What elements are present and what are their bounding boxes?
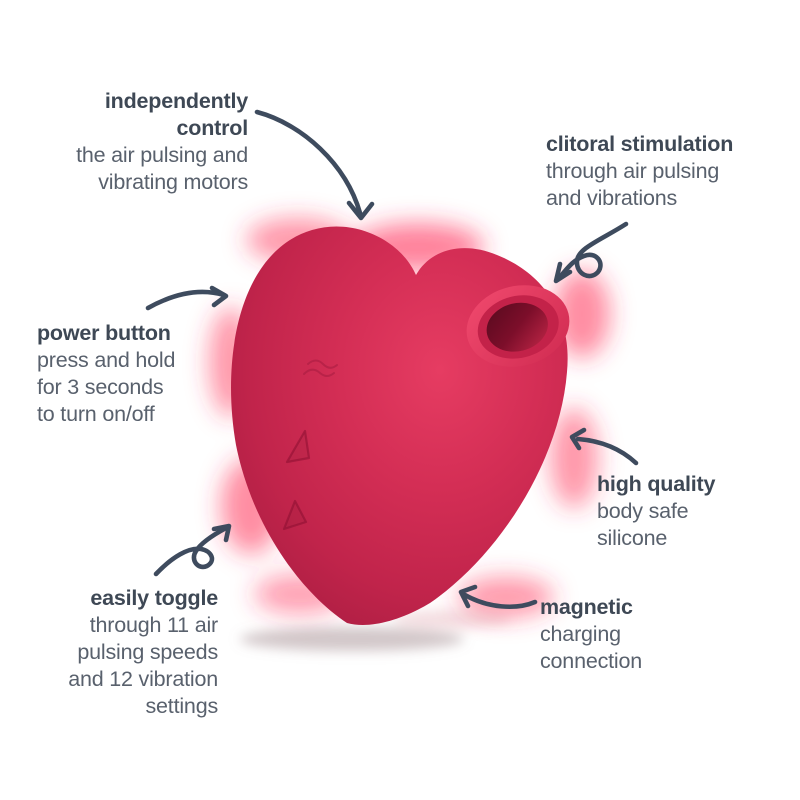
air-pulse-opening (466, 285, 570, 367)
annotation-heading: independently control (104, 89, 248, 140)
annotation-power-button: power button press and hold for 3 second… (37, 320, 175, 428)
annotation-heading: power button (37, 321, 171, 345)
annotation-independently-control: independently control the air pulsing an… (76, 88, 248, 196)
annotation-clitoral-stimulation: clitoral stimulation through air pulsing… (546, 131, 733, 212)
annotation-body: body safe silicone (597, 499, 689, 550)
annotation-heading: clitoral stimulation (546, 132, 734, 156)
triangle-buttons-icon (282, 429, 311, 531)
arrow-power-button-icon (145, 285, 229, 311)
arrow-clitoral-stimulation-icon (553, 221, 629, 284)
annotation-body: press and hold for 3 seconds to turn on/… (37, 348, 176, 426)
arrow-independently-control-icon (254, 109, 375, 221)
annotation-heading: easily toggle (90, 586, 218, 610)
arrow-high-quality-icon (569, 427, 639, 466)
annotation-magnetic: magnetic charging connection (540, 594, 642, 675)
annotation-body: the air pulsing and vibrating motors (76, 143, 248, 194)
annotation-easily-toggle: easily toggle through 11 air pulsing spe… (68, 585, 218, 720)
annotation-heading: magnetic (540, 595, 633, 619)
annotation-body: through air pulsing and vibrations (546, 159, 720, 210)
arrow-magnetic-icon (458, 584, 538, 609)
arrow-easily-toggle-icon (153, 523, 232, 577)
annotation-body: charging connection (540, 622, 642, 673)
annotation-heading: high quality (597, 472, 716, 496)
brand-emboss-icon (303, 359, 338, 377)
annotation-high-quality: high quality body safe silicone (597, 471, 715, 552)
annotation-body: through 11 air pulsing speeds and 12 vib… (68, 613, 218, 718)
drop-shadow (240, 610, 512, 651)
